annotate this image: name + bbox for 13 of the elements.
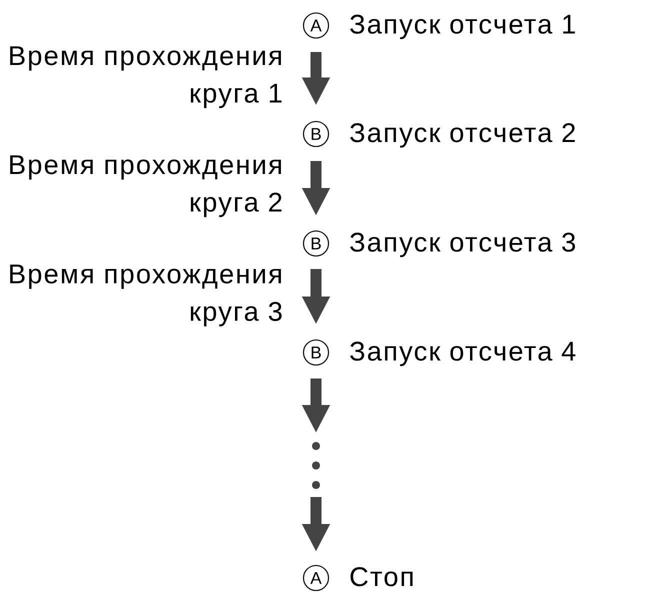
edge-label: Время прохождения круга 3: [10, 264, 282, 326]
circled-letter: B: [302, 230, 330, 257]
edge-label: Время прохождения круга 1: [10, 46, 282, 108]
circled-letter: B: [302, 120, 330, 148]
step-text: Стоп: [350, 567, 413, 586]
circled-letter: A: [302, 12, 330, 39]
step-text: Запуск отсчета 1: [350, 14, 575, 40]
circled-letter: A: [302, 564, 330, 592]
step-text: Запуск отсчета 2: [350, 123, 575, 148]
step-text: Запуск отсчета 4: [350, 342, 576, 366]
step-text: Запуск отсчета 3: [350, 232, 575, 258]
edge-label: Время прохождения круга 2: [10, 155, 282, 218]
circled-letter: B: [302, 339, 330, 366]
